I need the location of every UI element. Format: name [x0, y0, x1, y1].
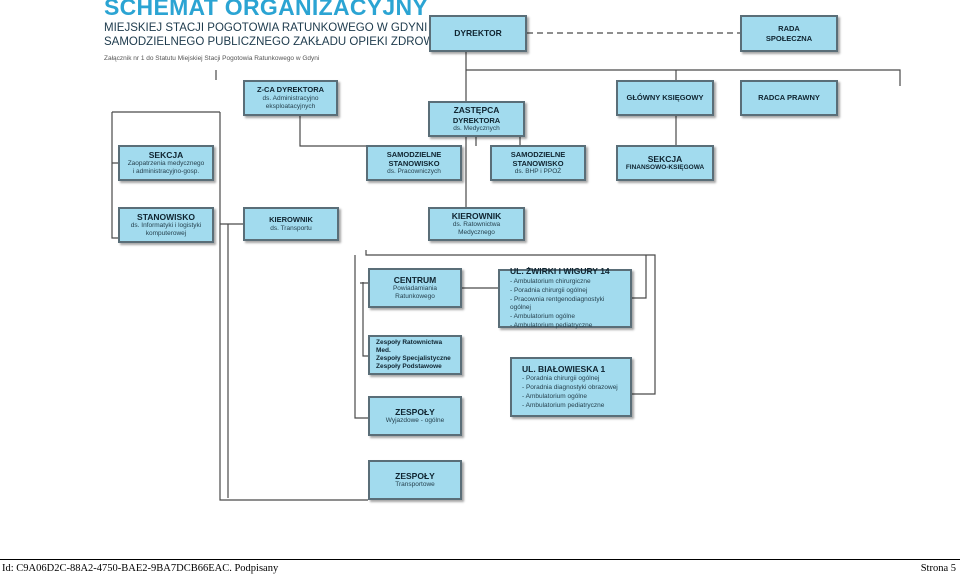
sekcja-zaop-sub-line2: i administracyjno-gosp. — [132, 168, 200, 176]
line-centrum-clinics — [462, 255, 647, 299]
zespoly-rat-line3: Zespoły Podstawowe — [376, 363, 442, 371]
list-item: - Poradnia chirurgii ogólnej — [522, 375, 600, 383]
kier-rat-sub: ds. Ratownictwa Medycznego — [452, 221, 501, 237]
stanowisko-inf-title: STANOWISKO — [137, 211, 195, 222]
zespoly-wyj-sub: Wyjazdowe - ogólne — [385, 417, 445, 425]
footer-page-number: Strona 5 — [920, 563, 956, 574]
box-zca-dyrektora: Z-CA DYREKTORA ds. Administracyjno ekspl… — [243, 80, 338, 116]
box-zwirki-i-wigury: UL. ŻWIRKI I WIGURY 14 - Ambulatorium ch… — [498, 266, 632, 331]
zespoly-trans-sub: Transportowe — [395, 481, 435, 489]
page-title: SCHEMAT ORGANIZACYJNY — [104, 0, 429, 20]
footer-divider — [0, 559, 960, 560]
rada-title-line2: SPOŁECZNA — [765, 33, 813, 43]
box-kierownik-ratownictwa: KIEROWNIK ds. Ratownictwa Medycznego — [428, 207, 525, 241]
box-zespoly-wyjazdowe: ZESPOŁY Wyjazdowe - ogólne — [368, 396, 462, 436]
box-centrum-powiadamiania: CENTRUM Powiadamiania Ratunkowego — [368, 268, 462, 308]
sekcja-fin-sub: FINANSOWO-KSIĘGOWA — [625, 164, 705, 172]
list-item: - Ambulatorium ogólne — [510, 313, 576, 321]
list-item: - Poradnia diagnostyki obrazowej — [522, 384, 618, 392]
zespoly-rat-line1: Zespoły Ratownictwa Med. — [376, 338, 443, 354]
page-subtitle-line2: SAMODZIELNEGO PUBLICZNEGO ZAKŁADU OPIEKI… — [104, 36, 473, 48]
list-item: - Poradnia chirurgii ogólnej — [510, 286, 588, 294]
box-rada-spoleczna: RADA SPOŁECZNA — [740, 15, 838, 52]
box-stanowisko-informatyki: STANOWISKO ds. Informatyki i logistyki k… — [118, 207, 214, 243]
samodz-prac-title-line1: SAMODZIELNE — [386, 149, 442, 159]
samodz-bhp-title-line2: STANOWISKO — [512, 158, 564, 168]
line-zca-prac — [299, 112, 366, 147]
connector-lines — [111, 32, 901, 501]
zespoly-trans-title: ZESPOŁY — [395, 470, 435, 481]
list-item: - Ambulatorium ogólne — [522, 392, 588, 400]
zastepca-sub: ds. Medycznych — [453, 124, 500, 132]
glowny-title: GŁÓWNY KSIĘGOWY — [626, 93, 704, 103]
zwirki-list: - Ambulatorium chirurgiczne - Poradnia c… — [510, 278, 624, 331]
line-dyrektor-bus — [215, 52, 901, 101]
line-zastepca-spine — [354, 137, 656, 419]
box-samodzielne-bhp: SAMODZIELNE STANOWISKO ds. BHP i PPOŻ — [490, 145, 586, 181]
rada-title-line1: RADA — [778, 24, 800, 34]
stanowisko-inf-sub-line2: komputerowej — [145, 230, 187, 238]
zca-sub-line2: eksploatacyjnych — [265, 102, 316, 110]
box-kierownik-transportu: KIEROWNIK ds. Transportu — [243, 207, 339, 241]
bialowieska-title: UL. BIAŁOWIESKA 1 — [522, 363, 606, 374]
bialowieska-list: - Poradnia chirurgii ogólnej - Poradnia … — [522, 375, 624, 410]
attachment-note: Załącznik nr 1 do Statutu Miejskiej Stac… — [104, 55, 320, 62]
samodz-bhp-title-line1: SAMODZIELNE — [510, 149, 566, 159]
zastepca-title-line2: DYREKTORA — [452, 115, 501, 125]
zastepca-title-line1: ZASTĘPCA — [453, 104, 500, 115]
zwirki-title: UL. ŻWIRKI I WIGURY 14 — [510, 266, 610, 277]
kier-trans-title: KIEROWNIK — [269, 215, 313, 225]
box-bialowieska: UL. BIAŁOWIESKA 1 - Poradnia chirurgii o… — [510, 357, 632, 417]
box-radca-prawny: RADCA PRAWNY — [740, 80, 838, 116]
zespoly-rat-line2: Zespoły Specjalistyczne — [376, 355, 451, 362]
box-zastepca-dyrektora: ZASTĘPCA DYREKTORA ds. Medycznych — [428, 101, 525, 137]
sekcja-zaop-title: SEKCJA — [148, 149, 184, 160]
list-item: - Ambulatorium pediatryczne — [510, 321, 593, 329]
samodz-bhp-sub: ds. BHP i PPOŻ — [514, 168, 562, 176]
list-item: - Ambulatorium chirurgiczne — [510, 278, 591, 286]
box-glowny-ksiegowy: GŁÓWNY KSIĘGOWY — [616, 80, 714, 116]
sekcja-fin-title: SEKCJA — [647, 153, 683, 164]
zca-title: Z-CA DYREKTORA — [256, 85, 325, 95]
kier-rat-title: KIEROWNIK — [451, 210, 502, 221]
list-item: - Pracownia rentgenodiagnostyki ogólnej — [510, 295, 605, 312]
samodz-prac-title-line2: STANOWISKO — [388, 158, 440, 168]
kier-trans-sub: ds. Transportu — [270, 224, 312, 232]
radca-title: RADCA PRAWNY — [758, 93, 820, 103]
box-sekcja-finansowa: SEKCJA FINANSOWO-KSIĘGOWA — [616, 145, 714, 181]
box-zespoly-ratownictwa: Zespoły Ratownictwa Med. Zespoły Specjal… — [368, 335, 462, 375]
sekcja-zaop-sub-line1: Zaopatrzenia medycznego — [127, 160, 205, 168]
centrum-sub: Powiadamiania Ratunkowego — [392, 285, 438, 301]
box-zespoly-transportowe: ZESPOŁY Transportowe — [368, 460, 462, 500]
box-sekcja-zaopatrzenia: SEKCJA Zaopatrzenia medycznego i adminis… — [118, 145, 214, 181]
box-dyrektor: DYREKTOR — [429, 15, 527, 52]
centrum-title: CENTRUM — [393, 274, 437, 285]
line-zca-spine — [111, 111, 368, 501]
list-item: - Ambulatorium pediatryczne — [522, 401, 605, 409]
dyrektor-title: DYREKTOR — [454, 28, 502, 39]
samodz-prac-sub: ds. Pracowniczych — [387, 168, 441, 176]
footer-document-id: Id: C9A06D2C-88A2-4750-BAE2-9BA7DCB66EAC… — [2, 563, 279, 574]
page-subtitle-line1: MIEJSKIEJ STACJI POGOTOWIA RATUNKOWEGO W… — [104, 22, 428, 34]
box-samodzielne-pracownicze: SAMODZIELNE STANOWISKO ds. Pracowniczych — [366, 145, 462, 181]
zespoly-wyj-title: ZESPOŁY — [395, 406, 435, 417]
stanowisko-inf-sub-line1: ds. Informatyki i logistyki — [130, 222, 202, 230]
zca-sub-line1: ds. Administracyjno — [262, 94, 319, 102]
